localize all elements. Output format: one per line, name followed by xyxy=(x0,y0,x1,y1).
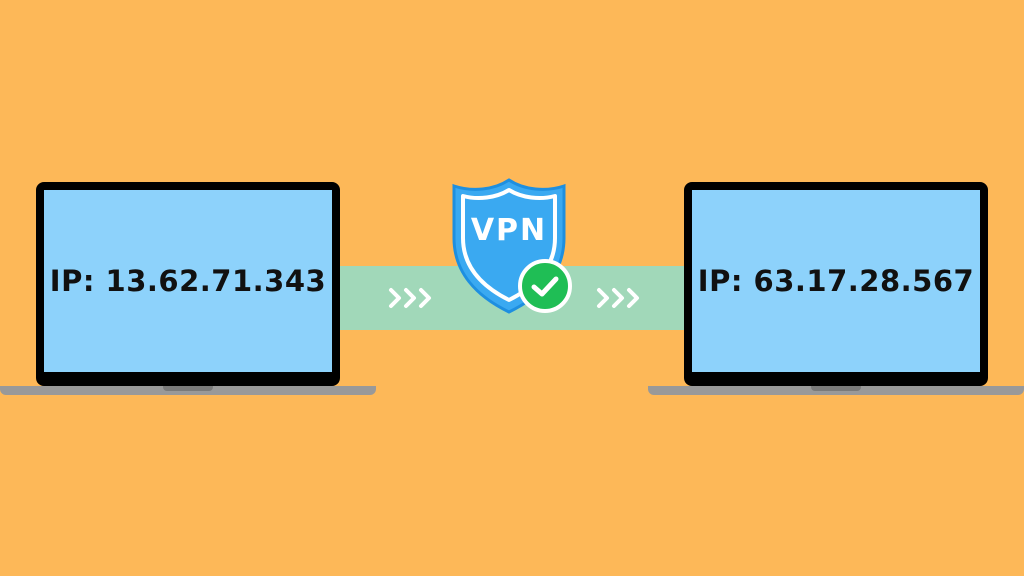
right-laptop-display: IP: 63.17.28.567 xyxy=(692,190,980,372)
left-laptop-display: IP: 13.62.71.343 xyxy=(44,190,332,372)
left-laptop-notch xyxy=(163,386,213,391)
checkmark-icon xyxy=(518,259,572,313)
right-laptop-notch xyxy=(811,386,861,391)
chevrons-right-icon xyxy=(389,288,431,308)
left-ip-label: IP: 13.62.71.343 xyxy=(49,264,327,298)
right-ip-label: IP: 63.17.28.567 xyxy=(697,264,975,298)
vpn-label: VPN xyxy=(470,213,548,248)
right-laptop-screen: IP: 63.17.28.567 xyxy=(684,182,988,386)
chevrons-right-icon xyxy=(597,288,639,308)
left-laptop-screen: IP: 13.62.71.343 xyxy=(36,182,340,386)
